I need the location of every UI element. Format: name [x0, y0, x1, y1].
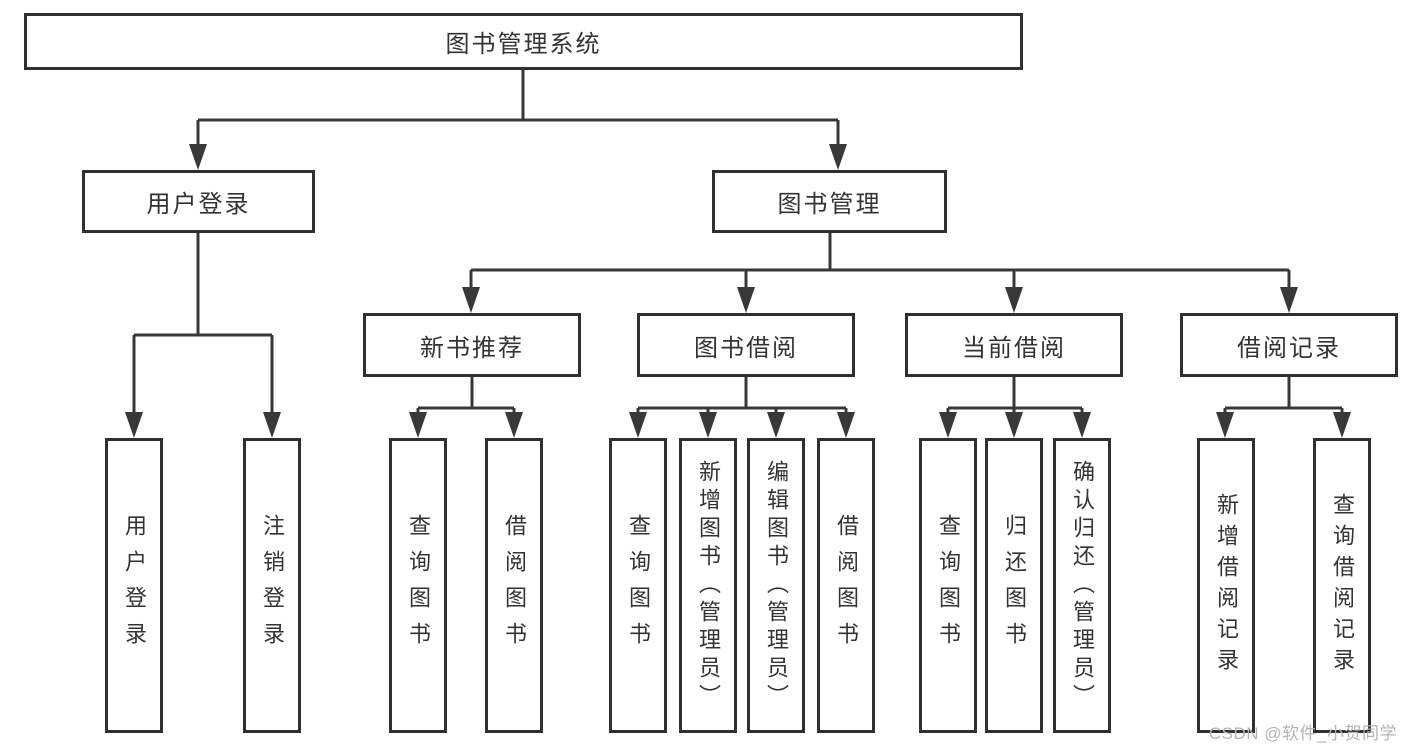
node-label: 当前借阅 [962, 334, 1066, 362]
node-label: 借阅记录 [1237, 334, 1341, 362]
connector-user-login-fork [132, 233, 274, 416]
node-label: 查询借阅记录 [1330, 492, 1355, 679]
node-library-system: 图书管理系统 [24, 13, 1023, 70]
node-leaf-return-books: 归还图书 [985, 438, 1043, 733]
connector-current-borrow-fork [946, 377, 1084, 417]
connector-book-borrow-fork [636, 377, 848, 417]
arrow-down-icon [829, 144, 847, 170]
node-current-borrowing: 当前借阅 [905, 313, 1123, 377]
node-label: 图书管理系统 [445, 31, 602, 58]
arrow-down-icon [505, 412, 523, 438]
node-label: 用户登录 [122, 513, 147, 658]
node-leaf-edit-books-admin: 编辑图书（管理员） [747, 438, 805, 733]
node-leaf-query-books-borrowing: 查询图书 [609, 438, 667, 733]
node-leaf-borrow-books-recommend: 借阅图书 [485, 438, 543, 733]
node-label: 借阅图书 [502, 513, 527, 658]
node-book-borrowing: 图书借阅 [637, 313, 855, 377]
arrow-down-icon [767, 412, 785, 438]
arrow-down-icon [1216, 412, 1234, 438]
connector-borrow-record-fork [1223, 377, 1344, 417]
arrow-down-icon [737, 287, 755, 313]
node-label: 注销登录 [260, 513, 285, 658]
node-leaf-query-borrow-record: 查询借阅记录 [1313, 438, 1371, 733]
node-label: 归还图书 [1002, 513, 1027, 658]
node-label: 图书借阅 [694, 334, 798, 362]
node-label: 新增图书（管理员） [696, 459, 721, 712]
arrow-down-icon [125, 412, 143, 438]
node-borrowing-records: 借阅记录 [1180, 313, 1398, 377]
node-book-management: 图书管理 [712, 170, 947, 233]
connector-root-fork [196, 70, 840, 148]
node-leaf-logout: 注销登录 [243, 438, 301, 733]
csdn-watermark: CSDN @软件_小贺同学 [1208, 724, 1397, 743]
connector-new-book-fork [416, 377, 516, 417]
node-leaf-user-login: 用户登录 [105, 438, 163, 733]
node-label: 新书推荐 [420, 334, 524, 362]
node-label: 新增借阅记录 [1214, 492, 1239, 679]
connector-book-mgmt-fork [469, 233, 1291, 291]
arrow-down-icon [837, 412, 855, 438]
arrow-down-icon [1005, 287, 1023, 313]
node-label: 查询图书 [406, 513, 431, 658]
node-leaf-confirm-return-admin: 确认归还（管理员） [1053, 438, 1111, 733]
node-label: 用户登录 [146, 191, 251, 218]
arrow-down-icon [1280, 287, 1298, 313]
node-label: 借阅图书 [834, 513, 859, 658]
node-user-login: 用户登录 [82, 170, 315, 233]
arrow-down-icon [1333, 412, 1351, 438]
arrow-down-icon [629, 412, 647, 438]
node-label: 图书管理 [777, 191, 882, 218]
node-leaf-add-borrow-record: 新增借阅记录 [1197, 438, 1255, 733]
node-leaf-query-books-recommend: 查询图书 [389, 438, 447, 733]
arrow-down-icon [1005, 412, 1023, 438]
node-leaf-query-books-current: 查询图书 [919, 438, 977, 733]
arrow-down-icon [1073, 412, 1091, 438]
node-new-book-recommend: 新书推荐 [363, 313, 581, 377]
node-label: 编辑图书（管理员） [764, 459, 789, 712]
node-label: 查询图书 [936, 513, 961, 658]
arrow-down-icon [189, 144, 207, 170]
node-leaf-add-books-admin: 新增图书（管理员） [679, 438, 737, 733]
arrow-down-icon [462, 287, 480, 313]
node-label: 查询图书 [626, 513, 651, 658]
arrow-down-icon [699, 412, 717, 438]
node-leaf-borrow-books-borrowing: 借阅图书 [817, 438, 875, 733]
arrow-down-icon [409, 412, 427, 438]
arrow-down-icon [939, 412, 957, 438]
arrow-down-icon [263, 412, 281, 438]
node-label: 确认归还（管理员） [1070, 459, 1095, 712]
